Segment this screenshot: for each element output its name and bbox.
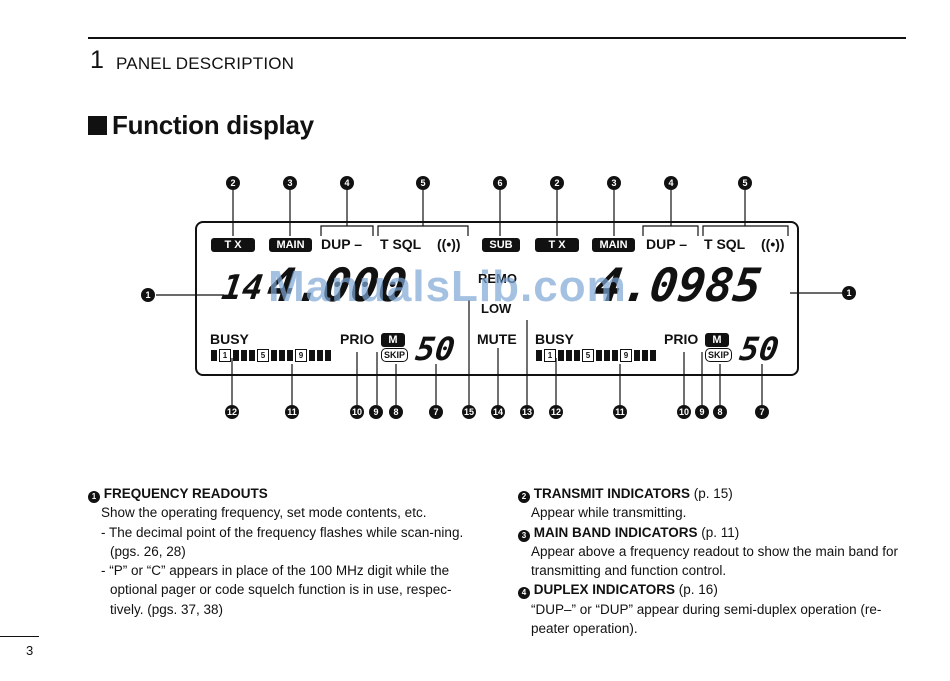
description-column-right: 2 TRANSMIT INDICATORS (p. 15) Appear whi… (518, 484, 910, 638)
scale-mark: 9 (295, 349, 307, 362)
memory-indicator: M (381, 333, 405, 347)
channel-number-right: 50 (737, 330, 782, 368)
section-body: Appear above a frequency readout to show… (531, 543, 898, 579)
main-indicator: MAIN (269, 238, 312, 252)
callout-number: 3 (607, 176, 621, 190)
section-number: 1 (90, 46, 104, 74)
busy-indicator: BUSY (535, 331, 574, 347)
callout-number: 11 (613, 405, 627, 419)
page-heading: Function display (88, 110, 314, 141)
tsql-indicator: T SQL (380, 236, 422, 252)
scale-mark: 9 (620, 349, 632, 362)
callout-number: 2 (550, 176, 564, 190)
square-bullet-icon (88, 116, 107, 135)
tsql-indicator: T SQL (704, 236, 746, 252)
section-heading: 4 DUPLEX INDICATORS (p. 16) (518, 580, 910, 600)
callout-number: 7 (429, 405, 443, 419)
description-column-left: 1 FREQUENCY READOUTS Show the operating … (88, 484, 480, 619)
bullet-item: - The decimal point of the frequency fla… (101, 524, 464, 559)
prio-indicator: PRIO (340, 331, 375, 347)
skip-indicator: SKIP (705, 348, 733, 362)
page-number: 3 (26, 643, 34, 658)
bullet-item: - “P” or “C” appears in place of the 100… (101, 563, 452, 617)
tone-icon: ((•)) (437, 236, 461, 252)
section-heading: 1 FREQUENCY READOUTS (88, 484, 480, 503)
s-meter-left: 1 5 9 (211, 349, 331, 362)
freq-prefix: 14 (219, 268, 266, 308)
callout-number: 8 (389, 405, 403, 419)
callout-number: 5 (738, 176, 752, 190)
callout-number: 2 (226, 176, 240, 190)
memory-indicator: M (705, 333, 729, 347)
callout-number: 1 (842, 286, 856, 300)
scale-mark: 1 (219, 349, 231, 362)
tx-indicator: T X (211, 238, 255, 252)
remo-indicator: REMO (478, 271, 517, 286)
callout-number: 12 (225, 405, 239, 419)
section-title: PANEL DESCRIPTION (116, 54, 295, 73)
callout-number: 4 (340, 176, 354, 190)
tx-indicator: T X (535, 238, 579, 252)
callout-number: 8 (713, 405, 727, 419)
callout-number: 9 (695, 405, 709, 419)
callout-number: 10 (677, 405, 691, 419)
section-body: Show the operating frequency, set mode c… (101, 505, 427, 521)
lcd-display-panel (195, 221, 799, 376)
prio-indicator: PRIO (664, 331, 699, 347)
section-heading: 3 MAIN BAND INDICATORS (p. 11) (518, 523, 910, 542)
callout-number: 11 (285, 405, 299, 419)
heading-text: Function display (112, 110, 314, 140)
callout-number: 4 (664, 176, 678, 190)
scale-mark: 5 (257, 349, 269, 362)
callout-number: 14 (491, 405, 505, 419)
top-rule (88, 37, 906, 39)
section-body: “DUP–” or “DUP” appear during semi-duple… (531, 601, 882, 637)
sub-indicator: SUB (482, 238, 520, 252)
section-heading: 2 TRANSMIT INDICATORS (p. 15) (518, 484, 910, 503)
channel-number-left: 50 (413, 330, 458, 368)
callout-number: 12 (549, 405, 563, 419)
dup-indicator: DUP – (646, 236, 687, 252)
watermark: ManualsLib.com (268, 262, 627, 311)
callout-number: 5 (416, 176, 430, 190)
callout-number: 15 (462, 405, 476, 419)
tone-icon: ((•)) (761, 236, 785, 252)
callout-number: 6 (493, 176, 507, 190)
callout-number: 10 (350, 405, 364, 419)
callout-number: 7 (755, 405, 769, 419)
callout-number: 13 (520, 405, 534, 419)
main-indicator: MAIN (592, 238, 635, 252)
busy-indicator: BUSY (210, 331, 249, 347)
scale-mark: 1 (544, 349, 556, 362)
scale-mark: 5 (582, 349, 594, 362)
section-body: Appear while transmitting. (531, 505, 687, 521)
callout-number: 3 (283, 176, 297, 190)
s-meter-right: 1 5 9 (536, 349, 656, 362)
callout-number: 1 (141, 288, 155, 302)
callout-number: 9 (369, 405, 383, 419)
footer-rule (0, 636, 39, 637)
mute-indicator: MUTE (477, 331, 517, 347)
skip-indicator: SKIP (381, 348, 409, 362)
low-indicator: LOW (481, 301, 512, 316)
dup-indicator: DUP – (321, 236, 362, 252)
